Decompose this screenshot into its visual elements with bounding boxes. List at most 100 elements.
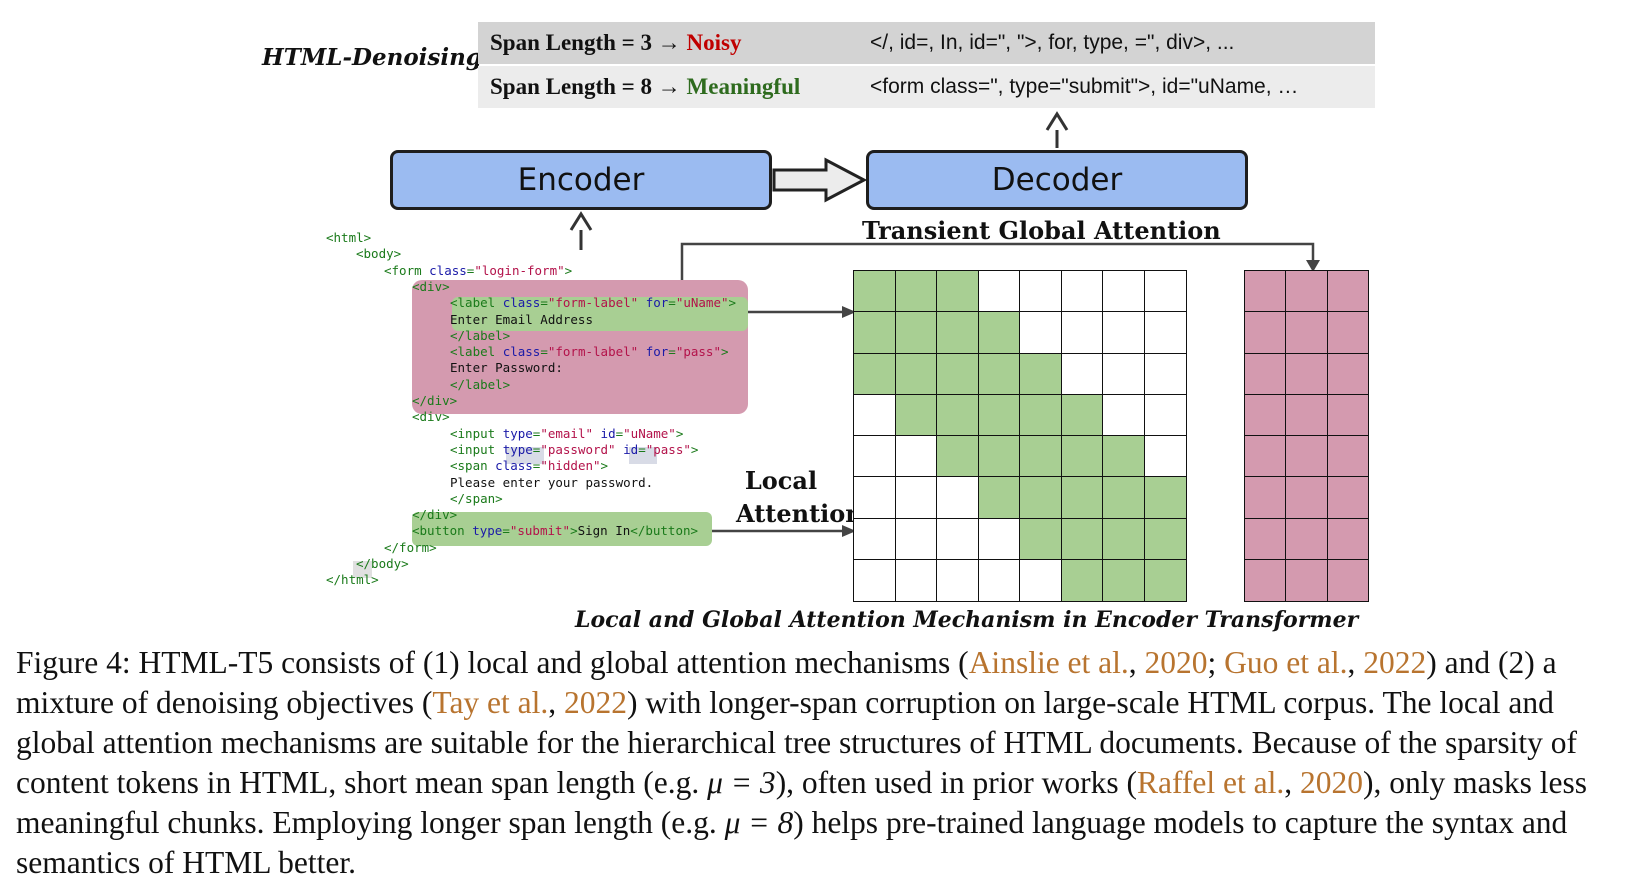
global-attention-cell <box>1326 270 1370 313</box>
decoder-block: Decoder <box>866 150 1248 210</box>
global-attention-cell <box>1244 393 1287 437</box>
code-token: </body> <box>356 556 409 571</box>
global-attention-cell <box>1285 517 1329 561</box>
span-text: Span Length = 3 → <box>490 30 681 55</box>
code-token: "form-label" <box>547 344 646 360</box>
code-token: = <box>540 295 548 311</box>
global-attention-cell <box>1326 558 1370 602</box>
code-token: class <box>502 344 541 360</box>
code-line: </span> <box>450 491 503 508</box>
citation-tay-year[interactable]: 2022 <box>564 685 628 720</box>
local-attention-cell-active <box>1019 352 1062 396</box>
local-attention-cell-empty <box>894 476 938 519</box>
code-line: <div> <box>412 279 450 296</box>
local-attention-cell-active <box>977 435 1021 478</box>
local-attention-cell-active <box>1019 517 1062 561</box>
global-attention-cell <box>1244 435 1287 478</box>
local-attention-cell-empty <box>936 517 979 561</box>
local-attention-cell-active <box>853 352 896 396</box>
encoder-block: Encoder <box>390 150 772 210</box>
local-attention-cell-active <box>1060 476 1104 519</box>
code-line: </label> <box>450 328 510 345</box>
code-token: </span> <box>450 490 503 506</box>
global-attention-cell <box>1285 435 1329 478</box>
decoder-output-arrow <box>1045 111 1069 148</box>
caption-text: ) and (2) a mixture of denoising objecti… <box>16 645 1557 720</box>
type-highlight <box>506 447 544 464</box>
local-attention-cell-empty <box>853 393 896 437</box>
math-mu-8: μ = 8 <box>724 805 794 840</box>
local-attention-cell-active <box>1102 435 1145 478</box>
caption-text: ), often used in prior works ( <box>775 765 1137 800</box>
local-attention-cell-active <box>1060 517 1104 561</box>
local-attention-cell-active <box>1102 517 1145 561</box>
local-attention-cell-empty <box>853 558 896 602</box>
local-attention-cell-active <box>1019 476 1062 519</box>
code-line: <html> <box>326 230 371 247</box>
code-line: <body> <box>356 246 401 263</box>
local-attention-cell-empty <box>1060 270 1104 313</box>
local-attention-cell-empty <box>1143 311 1187 354</box>
citation-tay[interactable]: Tay et al. <box>432 685 549 720</box>
code-token: Enter Password: <box>450 360 563 376</box>
local-attention-cell-active <box>1143 558 1187 602</box>
local-attention-cell-empty <box>853 517 896 561</box>
local-attention-arrow-top <box>748 306 856 318</box>
code-token: = <box>532 425 541 441</box>
code-token: class <box>502 295 541 311</box>
code-token: = <box>638 441 646 457</box>
local-attention-cell-empty <box>1143 435 1187 478</box>
code-line: <input type="password" id="pass"> <box>450 442 698 459</box>
code-token: <button <box>412 523 473 539</box>
code-line: </html> <box>326 572 379 589</box>
code-token: class <box>429 262 467 278</box>
local-attention-matrix <box>853 270 1187 602</box>
citation-guo-year[interactable]: 2022 <box>1363 645 1427 680</box>
code-line: </label> <box>450 377 510 394</box>
code-token: > <box>675 425 684 441</box>
code-token: = <box>532 458 541 474</box>
global-attention-cell <box>1326 517 1370 561</box>
local-attention-cell-empty <box>1060 311 1104 354</box>
caption-text: ) with longer-span corruption on large-s… <box>16 685 1578 800</box>
local-attention-cell-active <box>936 311 979 354</box>
local-attention-cell-active <box>936 270 979 313</box>
encoder-to-decoder-arrow <box>772 157 868 203</box>
code-token: type <box>472 523 503 539</box>
id-highlight <box>629 447 657 464</box>
code-token: </form> <box>384 539 437 555</box>
global-attention-cell <box>1285 476 1329 519</box>
code-token: </label> <box>450 327 511 343</box>
code-token: "form-label" <box>547 295 646 311</box>
local-attention-cell-active <box>977 476 1021 519</box>
noisy-tag: Noisy <box>686 30 742 55</box>
global-attention-cell <box>1244 311 1287 354</box>
code-token: "uName" <box>623 425 676 441</box>
figure-subtitle: Local and Global Attention Mechanism in … <box>575 607 1359 633</box>
green-highlight-label <box>452 297 748 331</box>
citation-ainslie-year[interactable]: 2020 <box>1144 645 1208 680</box>
code-token: class <box>495 458 533 474</box>
code-token: = <box>466 262 475 278</box>
local-attention-cell-active <box>936 352 979 396</box>
local-attention-cell-active <box>853 270 896 313</box>
local-attention-cell-active <box>1102 558 1145 602</box>
code-token: </label> <box>450 376 511 392</box>
local-attention-cell-active <box>894 270 938 313</box>
local-attention-cell-active <box>1143 476 1187 519</box>
citation-raffel[interactable]: Raffel et al. <box>1136 765 1285 800</box>
citation-ainslie[interactable]: Ainslie et al. <box>968 645 1129 680</box>
global-attention-cell <box>1326 476 1370 519</box>
code-line: Please enter your password. <box>450 475 653 492</box>
local-attention-cell-empty <box>894 517 938 561</box>
code-token: > <box>600 458 609 474</box>
local-attention-cell-empty <box>1102 393 1145 437</box>
global-attention-cell <box>1326 435 1370 478</box>
citation-guo[interactable]: Guo et al. <box>1224 645 1348 680</box>
code-token: "pass" <box>645 441 691 457</box>
code-token: "pass" <box>675 344 721 360</box>
code-token: <form <box>384 262 430 278</box>
global-attention-cell <box>1326 352 1370 396</box>
citation-raffel-year[interactable]: 2020 <box>1299 765 1363 800</box>
code-token: Enter Email Address <box>450 311 593 327</box>
